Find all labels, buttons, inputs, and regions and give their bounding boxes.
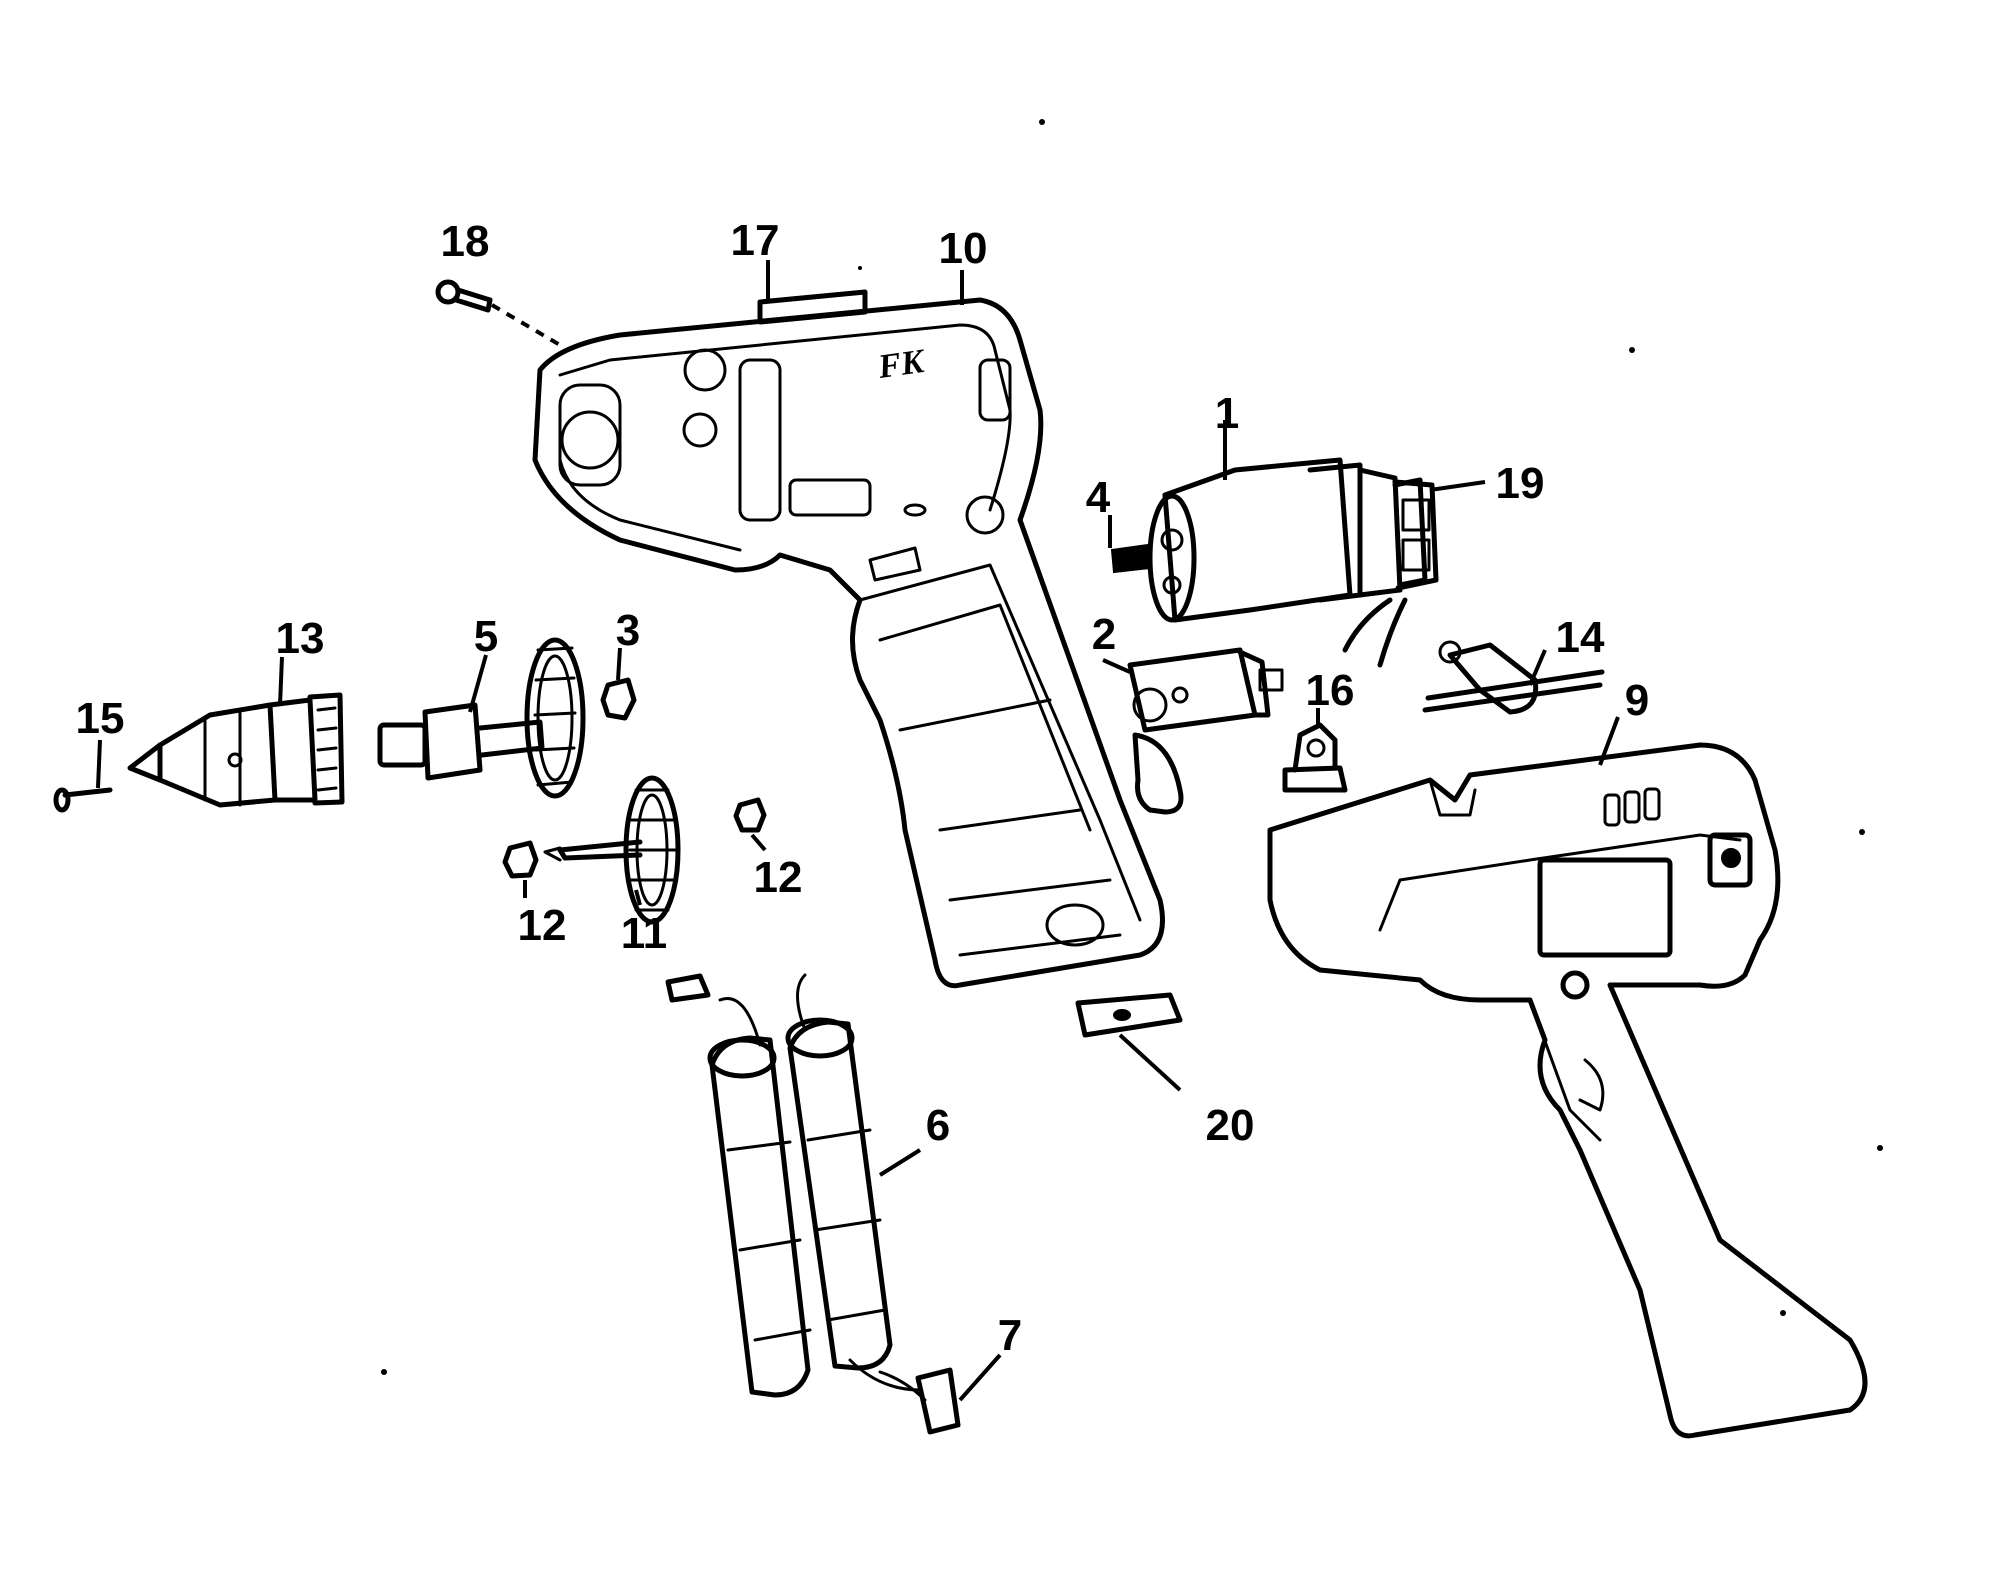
leader-lines xyxy=(96,260,1620,1402)
callout-12-left: 12 xyxy=(518,901,567,950)
housing-left-half: FK xyxy=(532,297,1165,989)
spindle-gear xyxy=(377,637,586,799)
callout-9: 9 xyxy=(1625,676,1649,725)
callout-1: 1 xyxy=(1215,389,1239,438)
battery-pack xyxy=(665,973,922,1398)
callout-labels: 18 17 10 1 19 4 2 14 16 9 13 5 3 15 12 1… xyxy=(76,216,1650,1360)
trigger-switch xyxy=(1127,647,1284,815)
callout-7: 7 xyxy=(998,1311,1022,1360)
spring-clip xyxy=(1282,722,1348,793)
callout-12-right: 12 xyxy=(754,853,803,902)
motor-shaft xyxy=(1110,543,1152,574)
bearing-12-left xyxy=(502,840,539,879)
callout-13: 13 xyxy=(276,614,325,663)
scan-specks xyxy=(381,119,1883,1375)
nameplate-tab xyxy=(757,289,868,325)
terminal-plate xyxy=(1075,992,1183,1038)
callout-17: 17 xyxy=(731,216,780,265)
housing-right-half xyxy=(1267,742,1868,1439)
housing-screw xyxy=(435,279,562,347)
callout-19: 19 xyxy=(1496,459,1545,508)
callout-16: 16 xyxy=(1306,666,1355,715)
reversing-lever xyxy=(1422,640,1605,715)
bearing-3 xyxy=(600,677,637,721)
motor xyxy=(1110,457,1428,668)
callout-14: 14 xyxy=(1556,613,1605,662)
callout-2: 2 xyxy=(1092,610,1116,659)
callout-20: 20 xyxy=(1206,1101,1255,1150)
housing-logo: FK xyxy=(875,343,928,386)
drill-chuck xyxy=(127,692,345,808)
callout-18: 18 xyxy=(441,217,490,266)
brush-holder xyxy=(1392,479,1439,591)
battery-connector xyxy=(878,1367,961,1435)
callout-3: 3 xyxy=(616,606,640,655)
callout-10: 10 xyxy=(939,224,988,273)
chuck-screw xyxy=(53,787,113,813)
callout-5: 5 xyxy=(474,612,498,661)
bearing-12-right xyxy=(733,797,767,833)
callout-11: 11 xyxy=(621,909,668,958)
callout-4: 4 xyxy=(1086,473,1111,522)
intermediate-gear xyxy=(543,775,681,925)
callout-15: 15 xyxy=(76,694,125,743)
callout-6: 6 xyxy=(926,1101,950,1150)
